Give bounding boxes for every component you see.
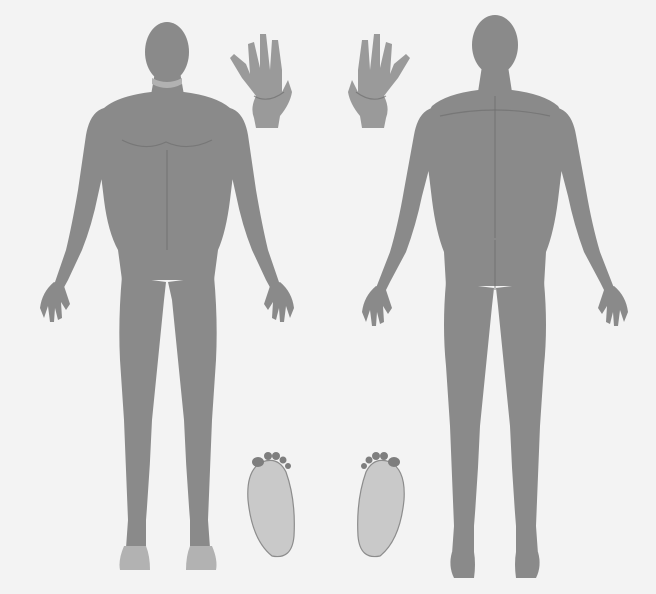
back-left-arm bbox=[374, 108, 434, 306]
front-right-arm bbox=[226, 108, 282, 302]
front-right-hand bbox=[264, 282, 294, 322]
front-left-leg bbox=[119, 276, 166, 548]
front-left-hand bbox=[40, 282, 70, 322]
front-right-foot bbox=[186, 546, 217, 570]
front-right-leg bbox=[168, 276, 217, 548]
back-right-foot bbox=[515, 552, 540, 578]
back-right-hand bbox=[598, 286, 628, 326]
right-palm bbox=[348, 34, 410, 128]
back-neck bbox=[478, 66, 512, 92]
back-right-leg bbox=[496, 282, 546, 554]
front-left-foot bbox=[120, 546, 151, 570]
right-sole-figure bbox=[358, 452, 405, 557]
right-sole-toe-4 bbox=[366, 457, 373, 464]
back-left-foot bbox=[450, 552, 475, 578]
left-sole-toe-3 bbox=[272, 452, 280, 460]
left-sole-toe-1 bbox=[252, 457, 264, 467]
left-sole-toe-4 bbox=[280, 457, 287, 464]
back-right-arm bbox=[556, 108, 616, 306]
right-sole bbox=[358, 460, 405, 556]
left-sole-toe-5 bbox=[285, 463, 291, 469]
back-left-hand bbox=[362, 286, 392, 326]
right-sole-toe-3 bbox=[372, 452, 380, 460]
right-palm-figure bbox=[348, 34, 410, 128]
left-sole-toe-2 bbox=[264, 452, 272, 460]
right-sole-toe-5 bbox=[361, 463, 367, 469]
left-sole-figure bbox=[248, 452, 295, 557]
front-left-arm bbox=[52, 108, 108, 302]
back-left-leg bbox=[444, 282, 494, 554]
right-sole-toe-2 bbox=[380, 452, 388, 460]
left-sole bbox=[248, 460, 295, 556]
right-sole-toe-1 bbox=[388, 457, 400, 467]
